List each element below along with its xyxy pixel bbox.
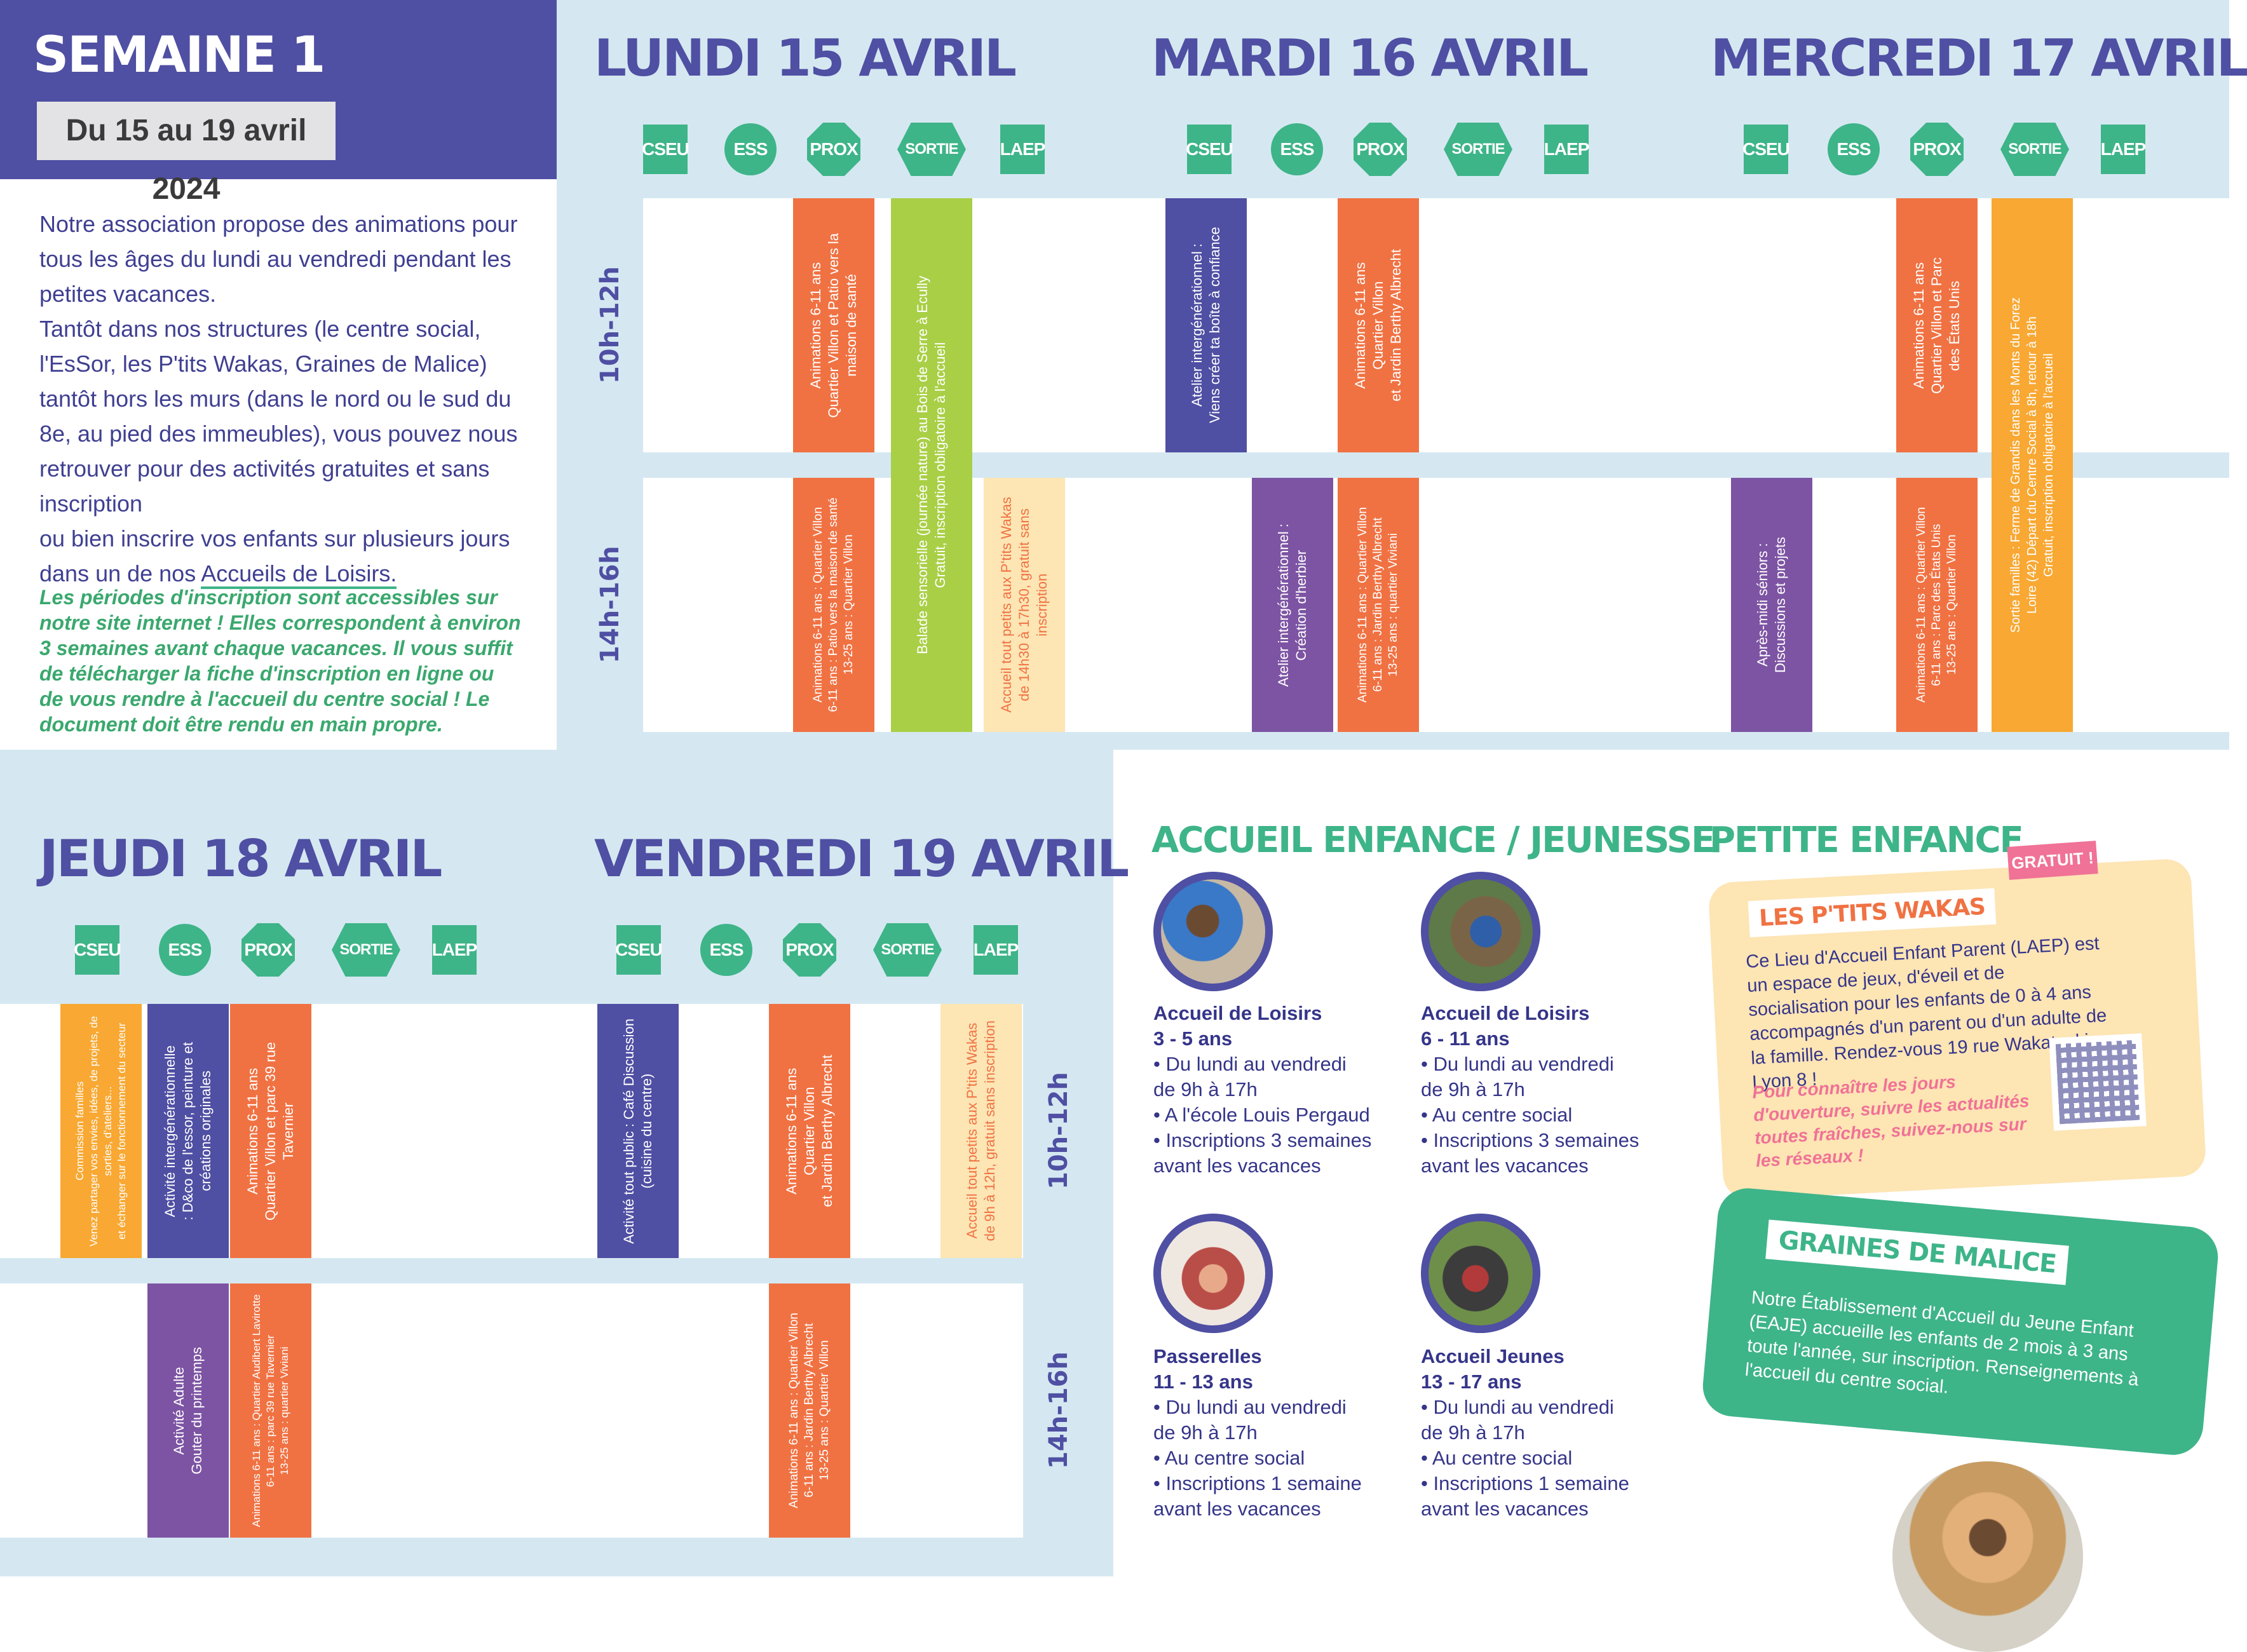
petite-enfance-title: PETITE ENFANCE xyxy=(1709,820,2024,861)
week-dates: Du 15 au 19 avril 2024 xyxy=(37,102,336,206)
badge-tue-cseu: CSEU xyxy=(1186,125,1233,174)
event-fri-prox-afternoon: Animations 6-11 ans : Quartier Villon 6-… xyxy=(769,1283,850,1538)
time-bottom-morning: 10h-12h xyxy=(1044,1072,1073,1190)
badge-mon-laep: LAEP xyxy=(1000,125,1045,174)
badge-fri-prox: PROX xyxy=(783,923,836,977)
day-title-thu: JEUDI 18 AVRIL xyxy=(39,829,442,888)
accueils-link[interactable]: Accueils de Loisirs. xyxy=(201,560,397,589)
event-fri-cseu-morning: Activité tout public : Café Discussion (… xyxy=(597,1004,679,1258)
event-mon-sortie-day: Balade sensorielle (journée nature) au B… xyxy=(891,198,972,732)
event-thu-ess-afternoon: Activité Adulte Gouter du printemps xyxy=(147,1283,229,1538)
badge-mon-cseu: CSEU xyxy=(642,125,689,174)
day-title-mon: LUNDI 15 AVRIL xyxy=(594,29,1017,88)
intro-text: Notre association propose des animations… xyxy=(39,207,535,591)
event-thu-ess-morning: Activité intergénérationnelle : D&co de … xyxy=(147,1004,229,1258)
card-accueil-jeunes: Accueil Jeunes 13 - 17 ans • Du lundi au… xyxy=(1421,1345,1629,1520)
event-tue-prox-afternoon: Animations 6-11 ans : Quartier Villon 6-… xyxy=(1338,478,1419,732)
event-wed-cseu-afternoon: Après-midi séniors : Discussions et proj… xyxy=(1731,478,1812,732)
badge-wed-sortie: SORTIE xyxy=(2000,123,2069,176)
badge-thu-laep: LAEP xyxy=(432,925,477,975)
bottom-band-left-top xyxy=(0,750,1113,788)
badge-wed-prox: PROX xyxy=(1910,123,1964,176)
badge-fri-ess: ESS xyxy=(700,924,752,976)
event-wed-prox-afternoon: Animations 6-11 ans : Quartier Villon 6-… xyxy=(1896,478,1978,732)
photo-loisirs-6-11 xyxy=(1421,872,1540,991)
badge-tue-sortie: SORTIE xyxy=(1444,123,1512,176)
event-tue-cseu-morning: Atelier intergénérationnel : Viens créer… xyxy=(1165,198,1247,452)
badge-tue-laep: LAEP xyxy=(1544,125,1589,174)
badge-mon-ess: ESS xyxy=(724,123,777,175)
event-thu-prox-morning: Animations 6-11 ans Quartier Villon et p… xyxy=(230,1004,311,1258)
badge-tue-prox: PROX xyxy=(1354,123,1407,176)
event-thu-prox-afternoon: Animations 6-11 ans : Quartier Audibert … xyxy=(230,1283,311,1538)
event-wed-prox-morning: Animations 6-11 ans Quartier Villon et P… xyxy=(1896,198,1978,452)
event-thu-cseu-morning: Commission familles Venez partager vos e… xyxy=(60,1004,142,1258)
week-title: SEMAINE 1 xyxy=(33,27,325,84)
gratuit-badge: GRATUIT ! xyxy=(2007,841,2098,880)
event-mon-prox-afternoon: Animations 6-11 ans : Quartier Villon 6-… xyxy=(793,478,874,732)
event-mon-laep-afternoon: Accueil tout petits aux P'tits Wakas de … xyxy=(984,478,1065,732)
event-tue-prox-morning: Animations 6-11 ans Quartier Villon et J… xyxy=(1338,198,1419,452)
photo-loisirs-3-5 xyxy=(1153,872,1273,991)
event-fri-laep-morning: Accueil tout petits aux P'tits Wakas de … xyxy=(940,1004,1022,1258)
intro-green-text: Les périodes d'inscription sont accessib… xyxy=(39,586,521,736)
day-title-wed: MERCREDI 17 AVRIL xyxy=(1711,29,2247,88)
intro-paragraph: Notre association propose des animations… xyxy=(39,211,518,586)
badge-fri-cseu: CSEU xyxy=(615,925,663,975)
badge-fri-laep: LAEP xyxy=(974,925,1019,975)
badge-fri-sortie: SORTIE xyxy=(873,923,942,977)
badge-wed-ess: ESS xyxy=(1828,123,1880,175)
photo-accueil-jeunes xyxy=(1421,1214,1540,1333)
card-loisirs-6-11: Accueil de Loisirs 6 - 11 ans • Du lundi… xyxy=(1421,1002,1639,1177)
wakas-pink-text: Pour connaître les jours d'ouverture, su… xyxy=(1751,1071,2030,1171)
badge-wed-laep: LAEP xyxy=(2101,125,2146,174)
time-top-afternoon: 14h-16h xyxy=(595,546,625,664)
photo-passerelles xyxy=(1153,1214,1273,1333)
day-title-tue: MARDI 16 AVRIL xyxy=(1151,29,1589,88)
badge-mon-sortie: SORTIE xyxy=(897,123,966,176)
photo-graines xyxy=(1892,1461,2083,1652)
qr-code-icon[interactable] xyxy=(2049,1033,2147,1131)
week-header: SEMAINE 1 Du 15 au 19 avril 2024 xyxy=(0,0,557,206)
badge-thu-cseu: CSEU xyxy=(74,925,121,975)
badge-thu-ess: ESS xyxy=(159,924,211,976)
badge-tue-ess: ESS xyxy=(1271,123,1323,175)
enfance-title: ACCUEIL ENFANCE / JEUNESSE xyxy=(1151,820,1715,861)
card-loisirs-3-5: Accueil de Loisirs 3 - 5 ans • Du lundi … xyxy=(1153,1002,1372,1177)
badge-wed-cseu: CSEU xyxy=(1742,125,1790,174)
card-passerelles: Passerelles 11 - 13 ans • Du lundi au ve… xyxy=(1153,1345,1362,1520)
event-mon-prox-morning: Animations 6-11 ans Quartier Villon et P… xyxy=(793,198,874,452)
badge-thu-prox: PROX xyxy=(241,923,295,977)
time-top-morning: 10h-12h xyxy=(595,266,625,384)
badge-thu-sortie: SORTIE xyxy=(332,923,400,977)
day-title-fri: VENDREDI 19 AVRIL xyxy=(594,829,1129,888)
badge-mon-prox: PROX xyxy=(807,123,860,176)
event-fri-prox-morning: Animations 6-11 ans Quartier Villon et J… xyxy=(769,1004,850,1258)
event-tue-ess-afternoon: Atelier intergénérationnel : Création d'… xyxy=(1252,478,1333,732)
time-bottom-afternoon: 14h-16h xyxy=(1044,1351,1073,1470)
event-wed-sortie-day: Sortie familles : Ferme de Grandis dans … xyxy=(1992,198,2073,732)
